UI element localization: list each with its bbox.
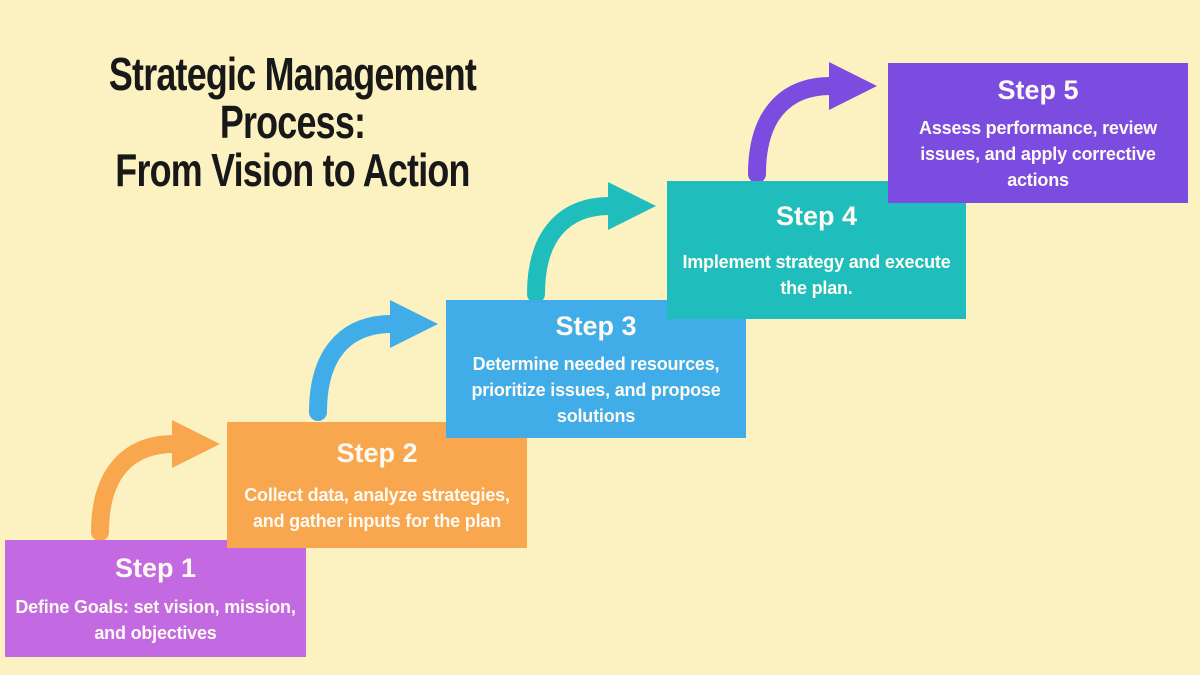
step-5-heading: Step 5 [997, 75, 1079, 105]
step-4-box: Step 4 Implement strategy and execute th… [667, 181, 966, 319]
step-3-heading: Step 3 [555, 311, 637, 342]
step-2-description: Collect data, analyze strategies, and ga… [244, 485, 510, 531]
step-4-heading: Step 4 [775, 201, 858, 231]
title-line-2: From Vision to Action [115, 144, 470, 196]
step-2-box: Step 2 Collect data, analyze strategies,… [227, 422, 527, 548]
step-3-box: Step 3 Determine needed resources, prior… [446, 300, 746, 438]
page-title: Strategic Management Process: From Visio… [64, 50, 520, 194]
curved-arrow-step-3-to-4-icon [527, 182, 656, 303]
curved-arrow-step-2-to-3-icon [309, 300, 438, 421]
step-5-box: Step 5 Assess performance, review issues… [888, 63, 1188, 203]
step-1-heading: Step 1 [114, 553, 197, 583]
curved-arrow-step-4-to-5-icon [748, 62, 877, 183]
title-line-1: Strategic Management Process: [108, 48, 477, 148]
step-4-description: Implement strategy and execute the plan. [682, 252, 951, 298]
curved-arrow-step-1-to-2-icon [91, 420, 220, 541]
step-1-box: Step 1 Define Goals: set vision, mission… [5, 540, 306, 657]
step-3-description: Determine needed resources, prioritize i… [471, 353, 721, 426]
step-1-description: Define Goals: set vision, mission, and o… [15, 597, 296, 643]
step-2-heading: Step 2 [336, 438, 418, 468]
step-5-description: Assess performance, review issues, and a… [919, 118, 1157, 190]
